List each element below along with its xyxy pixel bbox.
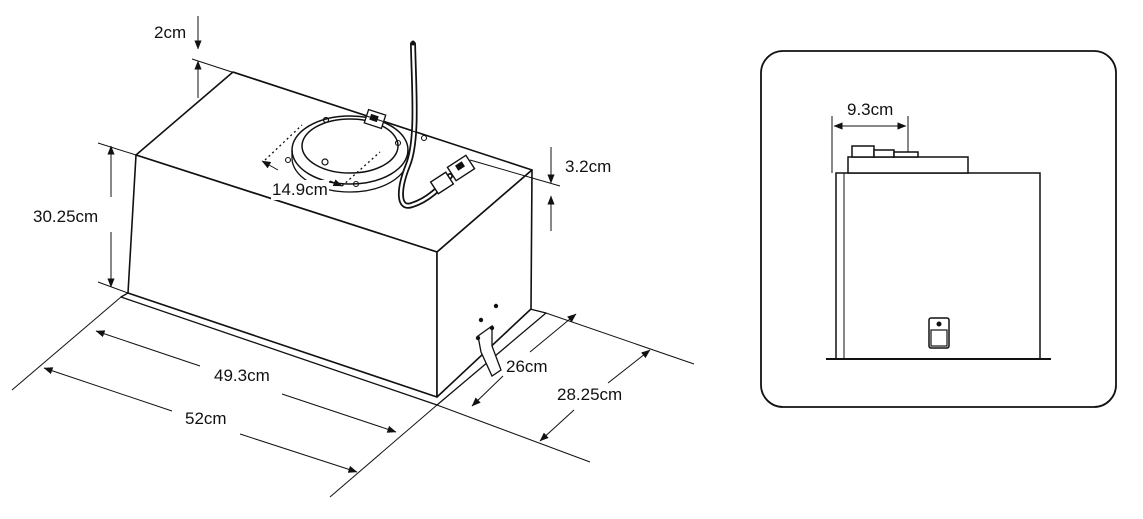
dim-width-ext-right xyxy=(329,404,438,498)
label-outer-depth: 28.25cm xyxy=(556,385,624,405)
side-view-connector-2 xyxy=(873,149,895,158)
dim-28-25cm-arrow-top xyxy=(607,349,651,384)
dimension-lines xyxy=(11,16,695,498)
dim-49-3cm-arrow-left xyxy=(95,330,201,367)
dim-width-ext-left xyxy=(11,296,122,391)
duct-collar-icon xyxy=(284,108,428,193)
dim-52cm-arrow-left xyxy=(43,367,173,412)
dim-depth-ext-bottom xyxy=(436,404,591,463)
dim-height-ext-bottom xyxy=(97,281,129,294)
dim-26cm-arrow-bottom xyxy=(471,375,504,407)
right-face xyxy=(436,169,533,398)
dim-height-ext-top xyxy=(97,142,137,156)
dim-26cm-arrow-top xyxy=(529,313,577,353)
dim-52cm-arrow-right xyxy=(239,433,358,473)
dim-2cm-ext-top xyxy=(191,58,441,141)
dim-49-3cm-arrow-right xyxy=(281,393,397,433)
dim-3-2cm-ext xyxy=(469,159,561,187)
label-outer-width: 52cm xyxy=(184,409,228,429)
collar-offset-reference xyxy=(264,124,381,187)
label-height: 30.25cm xyxy=(32,207,100,227)
power-cable-icon xyxy=(398,38,453,209)
dim-28-25cm-arrow-bottom xyxy=(539,409,575,442)
label-top-clearance: 2cm xyxy=(153,23,188,43)
label-collar-offset: 14.9cm xyxy=(271,180,329,200)
dim-14-9cm-arrow-right xyxy=(329,179,343,187)
side-view-connector xyxy=(851,145,875,158)
side-view-top-plate xyxy=(847,156,969,174)
dim-14-9cm-arrow-left xyxy=(261,160,279,171)
label-side-view-offset: 9.3cm xyxy=(846,100,895,120)
connector-icon xyxy=(429,154,476,195)
label-connector-height: 3.2cm xyxy=(564,157,613,177)
side-view-collar xyxy=(893,151,919,158)
label-inner-depth: 26cm xyxy=(505,357,549,377)
side-view-panel xyxy=(760,50,1117,408)
label-inner-width: 49.3cm xyxy=(213,366,271,386)
filter-handle-icon xyxy=(475,303,502,377)
